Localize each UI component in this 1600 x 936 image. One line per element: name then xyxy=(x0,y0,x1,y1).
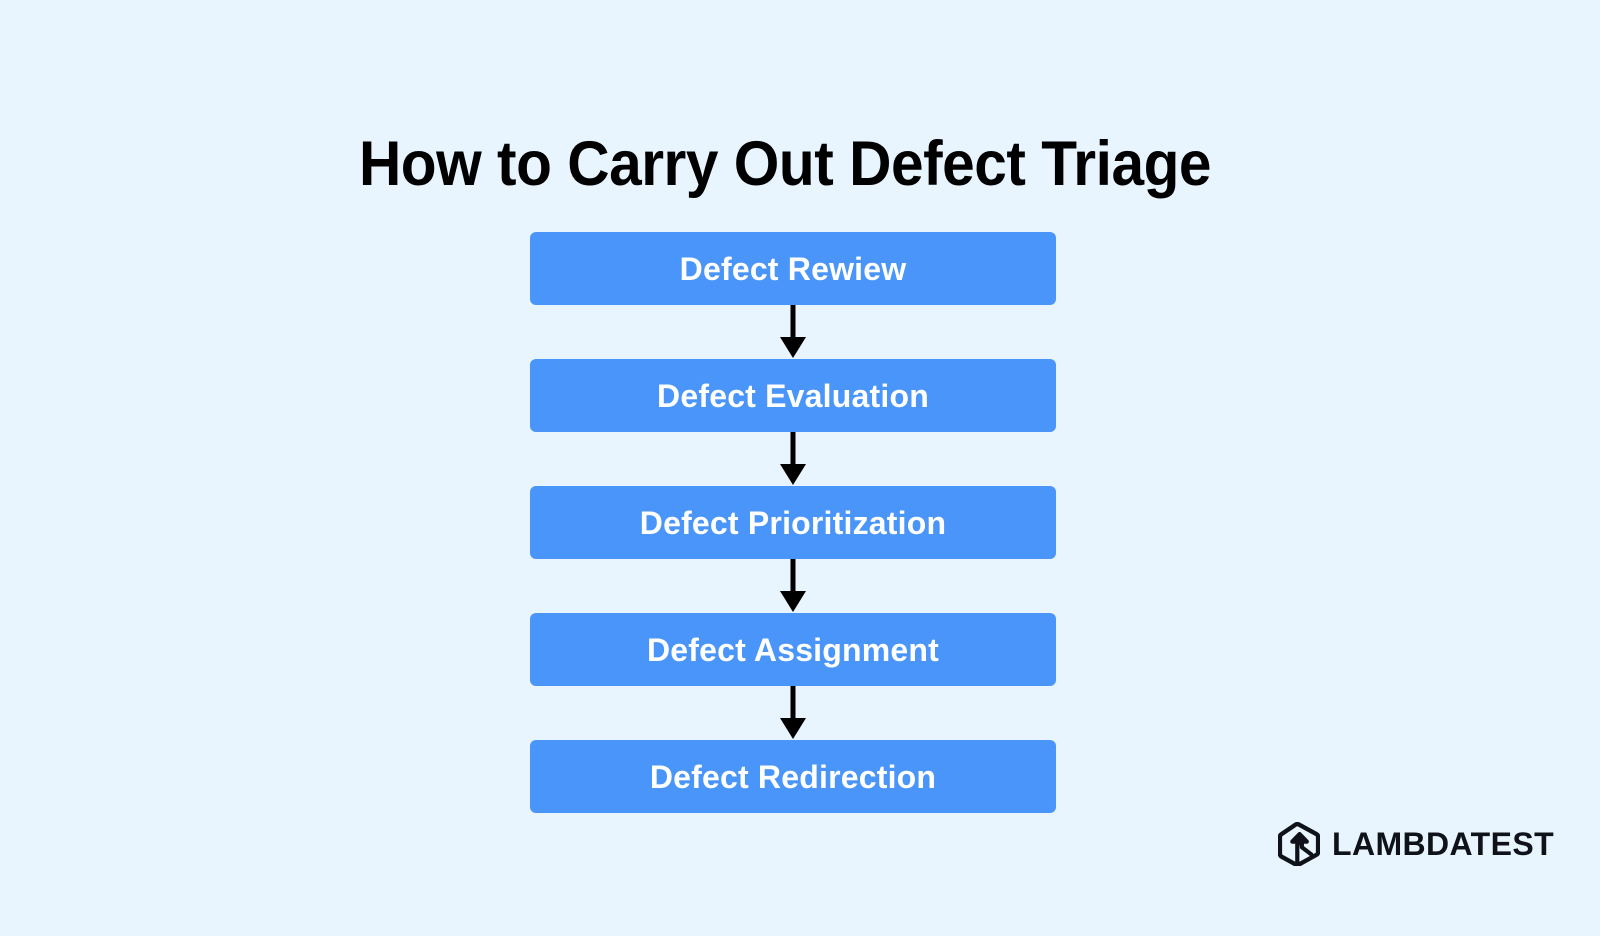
flow-step-5[interactable]: Defect Redirection xyxy=(530,740,1056,813)
flow-step-label: Defect Rewiew xyxy=(679,250,907,287)
flow-connector-1 xyxy=(530,305,1056,359)
flow-connector-4 xyxy=(530,686,1056,740)
flow-step-4[interactable]: Defect Assignment xyxy=(530,613,1056,686)
flow-connector-2 xyxy=(530,432,1056,486)
flow-step-1[interactable]: Defect Rewiew xyxy=(530,232,1056,305)
defect-triage-flow: Defect Rewiew Defect Evaluation Defect P… xyxy=(530,232,1056,813)
lambdatest-hexagon-logo-icon xyxy=(1278,822,1320,866)
flow-step-2[interactable]: Defect Evaluation xyxy=(530,359,1056,432)
down-arrow-icon xyxy=(780,559,806,612)
lambdatest-brand: LAMBDATEST xyxy=(1278,822,1554,866)
down-arrow-icon xyxy=(780,686,806,739)
flow-step-3[interactable]: Defect Prioritization xyxy=(530,486,1056,559)
down-arrow-icon xyxy=(780,305,806,358)
page-title: How to Carry Out Defect Triage xyxy=(358,129,1212,200)
flow-step-label: Defect Assignment xyxy=(646,631,940,668)
down-arrow-icon xyxy=(780,432,806,485)
flow-step-label: Defect Prioritization xyxy=(639,504,947,541)
flow-step-label: Defect Redirection xyxy=(649,758,937,795)
flow-connector-3 xyxy=(530,559,1056,613)
brand-name: LAMBDATEST xyxy=(1332,826,1555,862)
flow-step-label: Defect Evaluation xyxy=(657,377,929,414)
